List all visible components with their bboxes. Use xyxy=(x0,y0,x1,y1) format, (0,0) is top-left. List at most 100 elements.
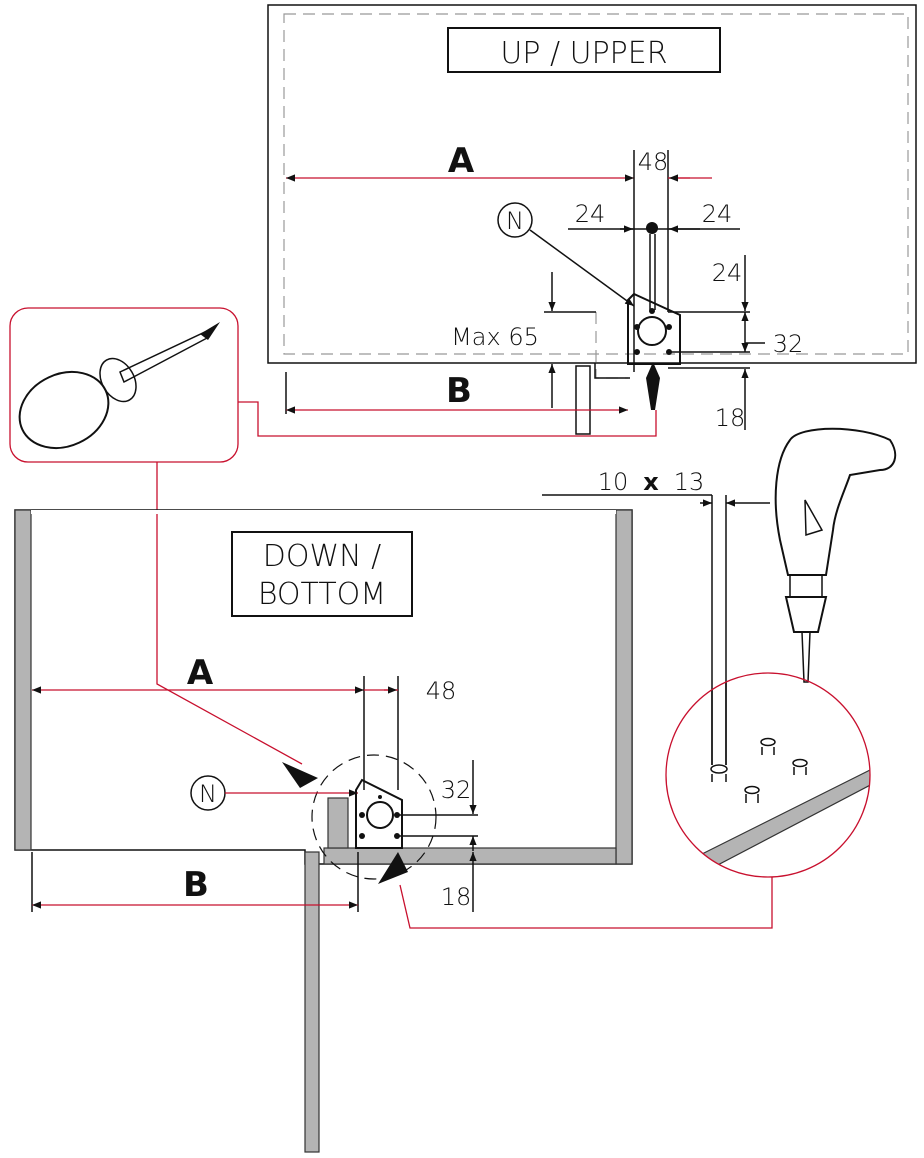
lower-plate-screw-br xyxy=(394,833,400,839)
drill-zoom xyxy=(399,672,871,929)
upper-notch xyxy=(594,363,630,379)
zoom-holes xyxy=(710,737,808,803)
lower-door xyxy=(304,851,320,1153)
awl-callout xyxy=(9,307,657,765)
zoom-hole-1-side xyxy=(711,774,727,782)
zoom-frame xyxy=(665,672,871,878)
drill-x-label: x xyxy=(643,468,659,496)
drill-icon xyxy=(774,427,897,683)
awl-tip xyxy=(200,322,220,340)
upper-vertical-dimensions: 24 32 18 xyxy=(668,255,803,432)
upper-dimension-24-24: 24 24 xyxy=(568,200,740,310)
upper-max-65: Max 65 xyxy=(451,272,596,408)
lower-dim-18-label: 18 xyxy=(441,883,472,911)
lower-dimension-b: B xyxy=(31,852,359,912)
drill-depth-label: 13 xyxy=(674,468,705,496)
lower-dim-32-label: 32 xyxy=(441,776,472,804)
awl-leader-upper xyxy=(238,401,657,437)
zoom-panel-edge xyxy=(666,769,870,877)
lower-zoom-pointer xyxy=(378,852,408,884)
zoom-hole-1 xyxy=(710,764,728,774)
lower-plate-screw-l xyxy=(359,812,365,818)
drill-body xyxy=(774,427,897,576)
lower-dim-b-label: B xyxy=(183,865,209,905)
drill-chuck xyxy=(784,596,828,633)
upper-dim-a-label: A xyxy=(448,141,475,181)
upper-dim-24-vertical-label: 24 xyxy=(712,259,743,287)
zoom-hole-2-side xyxy=(761,747,775,755)
upper-plate-outline xyxy=(627,292,681,365)
lower-marker-label: N xyxy=(199,780,217,808)
awl-handle xyxy=(18,371,110,449)
zoom-hole-4 xyxy=(744,785,760,795)
upper-plate-screw-top xyxy=(649,308,655,314)
lower-bottom-panel xyxy=(323,847,617,865)
upper-door-edge xyxy=(575,365,591,435)
lower-title-line1: DOWN / xyxy=(263,539,381,574)
lower-plate-screw-bl xyxy=(359,833,365,839)
upper-marker-label: N xyxy=(506,207,524,235)
drill-collar xyxy=(789,574,823,598)
zoom-leader xyxy=(399,877,773,929)
lower-plate-outline xyxy=(355,778,403,849)
lower-side-left xyxy=(14,509,32,851)
upper-dim-24-left-label: 24 xyxy=(575,200,606,228)
lower-dimension-a: A xyxy=(32,653,364,694)
awl-leader-lower xyxy=(156,462,303,765)
lower-dimension-48: 48 xyxy=(363,676,457,790)
drill-bit xyxy=(801,631,811,683)
lower-plate-screw-r xyxy=(394,812,400,818)
awl-ferrule xyxy=(99,357,137,403)
lower-title-box: DOWN / BOTTOM xyxy=(231,531,413,617)
upper-plate-screw-tr xyxy=(666,324,672,330)
lower-side-right xyxy=(615,509,633,865)
upper-plate-screw-tl xyxy=(634,324,640,330)
upper-hinge-plate xyxy=(627,292,681,410)
lower-hinge-block xyxy=(327,797,349,849)
lower-detail-circle xyxy=(311,754,437,880)
awl-shaft xyxy=(119,328,215,384)
lower-title-frame xyxy=(231,531,413,617)
upper-cabinet-outline xyxy=(267,4,917,364)
upper-dimension-48: 48 xyxy=(633,148,712,372)
zoom-hole-3-side xyxy=(793,767,807,775)
upper-title: UP / UPPER xyxy=(500,36,667,71)
upper-dimension-a: A xyxy=(286,141,634,182)
lower-vertical-dimensions: 32 18 xyxy=(398,760,478,912)
lower-plate-center-hole xyxy=(366,801,394,829)
upper-cabinet xyxy=(267,4,917,435)
upper-dim-24-right-label: 24 xyxy=(702,200,733,228)
upper-plate-center-hole xyxy=(637,316,667,346)
zoom-hole-4-side xyxy=(745,794,759,803)
upper-marker-circle xyxy=(497,202,533,238)
upper-dimension-b: B xyxy=(285,371,628,414)
upper-title-box: UP / UPPER xyxy=(447,27,721,73)
upper-dim-b-label: B xyxy=(446,371,472,411)
zoom-hole-3 xyxy=(792,758,808,768)
upper-marker-leader xyxy=(529,229,635,307)
upper-dim-18-label: 18 xyxy=(715,404,746,432)
drill-trigger xyxy=(804,499,824,537)
upper-notch-dashed xyxy=(595,312,628,379)
upper-marker-n: N xyxy=(497,202,635,307)
upper-dim-48-label: 48 xyxy=(638,148,669,176)
upper-max-label: Max 65 xyxy=(451,323,539,351)
upper-plate-screw-bl xyxy=(634,349,640,355)
lower-dim-48-label: 48 xyxy=(426,677,457,705)
zoom-hole-2 xyxy=(760,737,776,747)
lower-marker-n: N xyxy=(190,775,358,811)
awl-icon xyxy=(18,322,220,449)
upper-dim-32-label: 32 xyxy=(773,330,804,358)
lower-awl-pointer xyxy=(282,762,318,788)
upper-pilot-dot xyxy=(646,222,658,234)
lower-hinge-detail xyxy=(282,754,437,884)
drill-hole-label: 10 xyxy=(598,468,629,496)
lower-top-gap xyxy=(31,510,616,514)
lower-dim-a-label: A xyxy=(187,653,214,693)
upper-title-frame xyxy=(447,27,721,73)
upper-awl-pointer xyxy=(646,362,660,410)
lower-plate-screw-top xyxy=(378,795,382,799)
awl-callout-frame xyxy=(9,307,239,463)
lower-title-line2: BOTTOM xyxy=(258,577,386,612)
